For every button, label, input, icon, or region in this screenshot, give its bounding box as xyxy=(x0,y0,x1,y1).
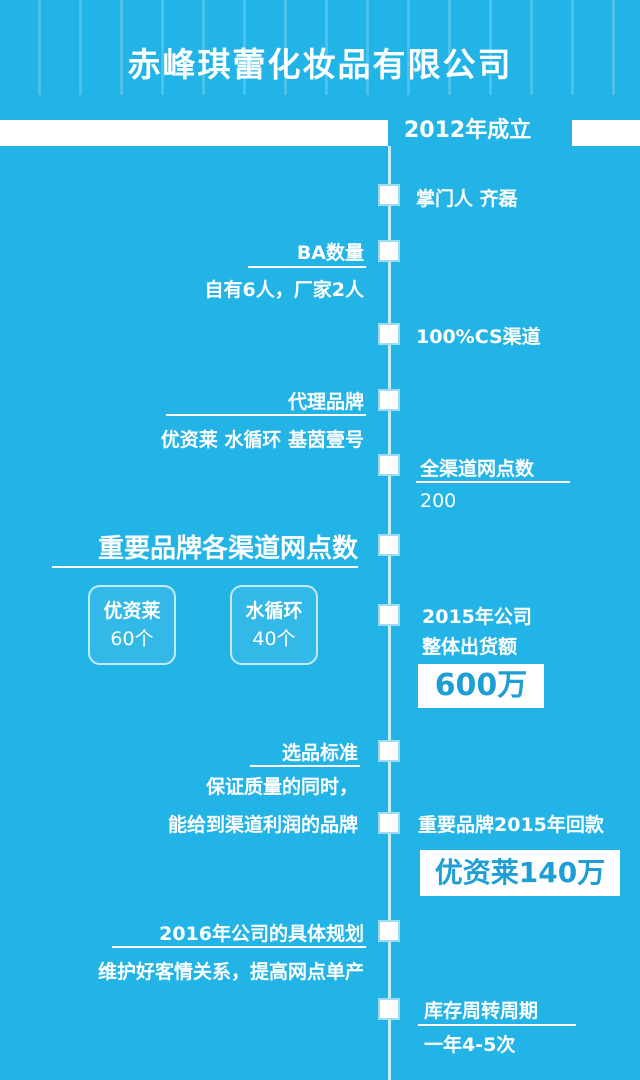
plan-title-underline xyxy=(112,946,366,948)
plan-detail: 维护好客情关系，提高网点单产 xyxy=(97,961,364,983)
header-band-left xyxy=(0,120,388,146)
agency-title-underline xyxy=(166,414,366,416)
brand-count: 60个 xyxy=(110,628,154,650)
ba-title-underline xyxy=(248,266,366,268)
manager-text: 掌门人 齐磊 xyxy=(416,188,518,210)
timeline-node xyxy=(378,323,400,345)
brand-name: 优资莱 xyxy=(103,600,161,622)
selection-line1: 保证质量的同时， xyxy=(205,776,358,798)
payment-title: 重要品牌2015年回款 xyxy=(418,814,604,836)
ba-title: BA数量 xyxy=(296,242,364,264)
selection-title: 选品标准 xyxy=(281,742,358,764)
shipment-line1: 2015年公司 xyxy=(422,606,532,628)
brand-outlets-title: 重要品牌各渠道网点数 xyxy=(97,534,358,564)
brand-card-shuixunhuan: 水循环 40个 xyxy=(230,585,318,665)
header-band-right xyxy=(572,120,640,146)
selection-line2: 能给到渠道利润的品牌 xyxy=(167,814,358,836)
timeline-node xyxy=(378,998,400,1020)
agency-title: 代理品牌 xyxy=(287,391,364,413)
timeline-node xyxy=(378,920,400,942)
turnover-value: 一年4-5次 xyxy=(424,1034,516,1056)
ba-detail: 自有6人，厂家2人 xyxy=(204,279,364,301)
brand-name: 水循环 xyxy=(245,600,303,622)
plan-title: 2016年公司的具体规划 xyxy=(159,923,364,945)
timeline-node xyxy=(378,604,400,626)
timeline-node xyxy=(378,740,400,762)
cs-channel-text: 100%CS渠道 xyxy=(416,326,541,348)
brand-card-youzilai: 优资莱 60个 xyxy=(88,585,176,665)
outlets-title: 全渠道网点数 xyxy=(420,458,535,480)
founded-year: 2012年成立 xyxy=(404,118,532,143)
outlets-title-underline xyxy=(416,481,570,483)
brand-count: 40个 xyxy=(252,628,296,650)
timeline-node xyxy=(378,184,400,206)
selection-title-underline xyxy=(250,765,360,767)
timeline-node xyxy=(378,534,400,556)
turnover-title: 库存周转周期 xyxy=(424,1000,539,1022)
brand-outlets-underline xyxy=(52,566,358,568)
shipment-value-box: 600万 xyxy=(418,664,544,708)
timeline-node xyxy=(378,812,400,834)
shipment-line2: 整体出货额 xyxy=(422,636,518,658)
timeline-node xyxy=(378,389,400,411)
company-title: 赤峰琪蕾化妆品有限公司 xyxy=(127,45,513,84)
turnover-title-underline xyxy=(418,1024,576,1026)
rain-stripes-decoration xyxy=(0,0,640,95)
timeline-node xyxy=(378,454,400,476)
outlets-value: 200 xyxy=(420,490,457,512)
timeline-node xyxy=(378,240,400,262)
payment-value-box: 优资莱140万 xyxy=(420,850,620,896)
agency-detail: 优资莱 水循环 基茵壹号 xyxy=(160,429,364,451)
